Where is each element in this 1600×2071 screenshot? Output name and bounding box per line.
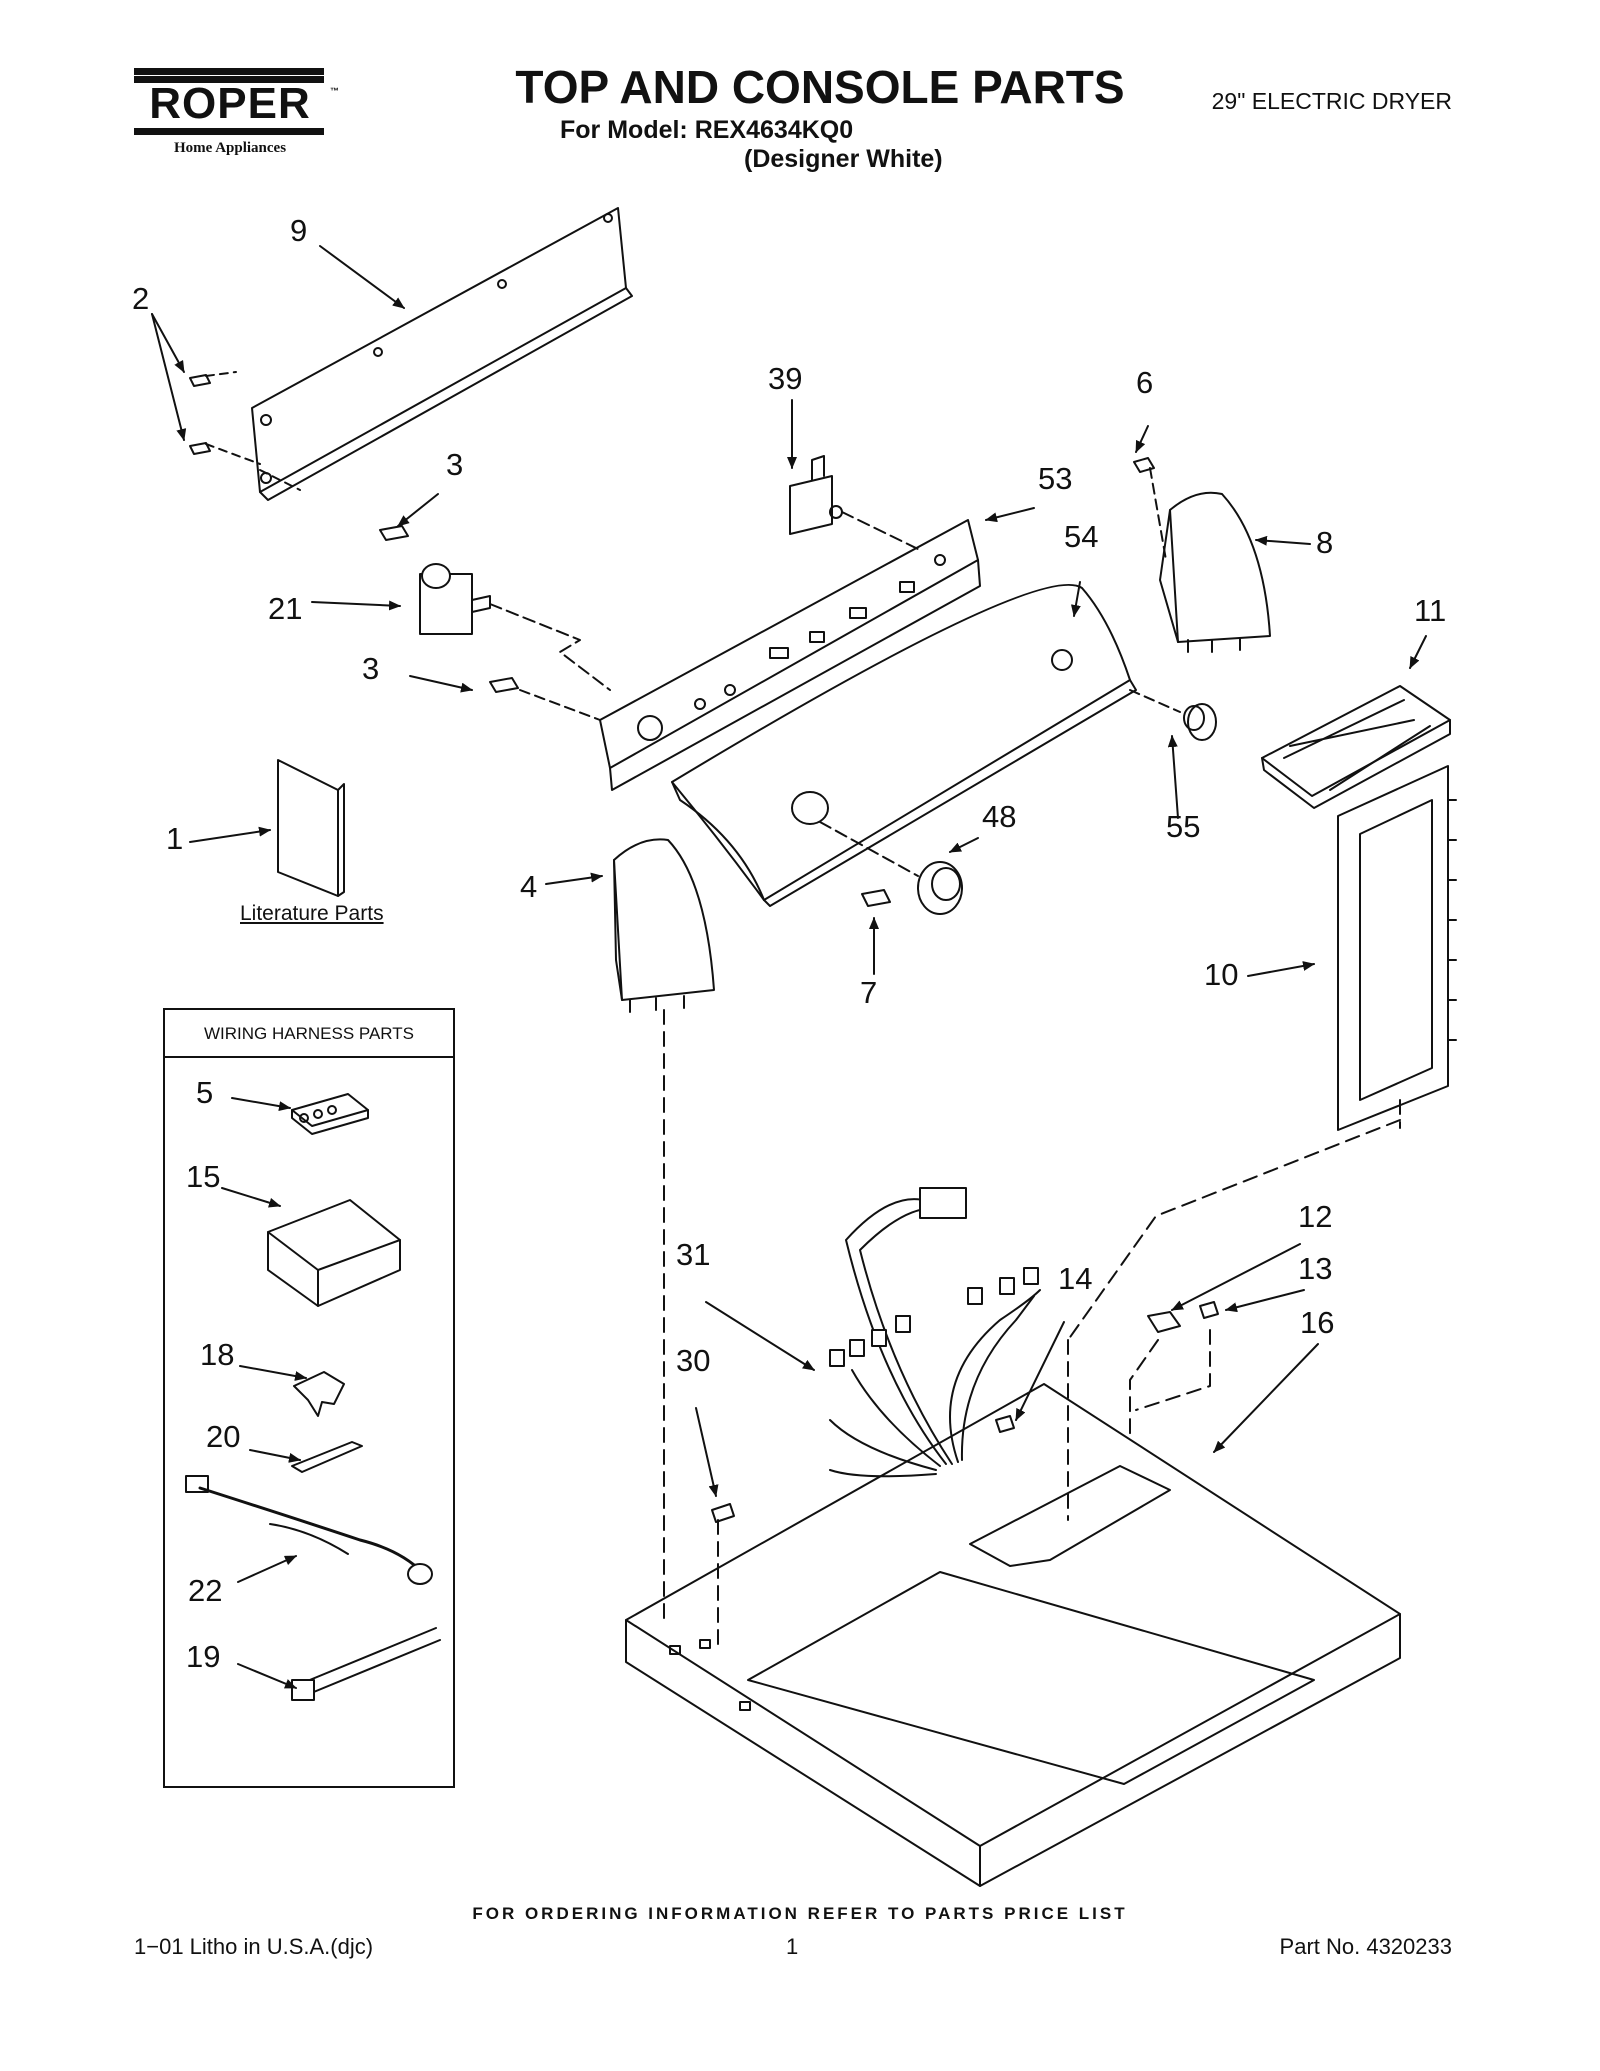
literature-label: Literature Parts xyxy=(240,902,384,925)
screws-3 xyxy=(379,525,601,721)
logo-bar-bottom xyxy=(134,128,324,135)
harness-box-parts xyxy=(185,1093,441,1701)
callout-54: 54 xyxy=(1064,519,1099,554)
callout-8: 8 xyxy=(1316,525,1334,560)
callout-55: 55 xyxy=(1166,809,1201,844)
harness-divider xyxy=(165,1056,453,1058)
callout-16: 16 xyxy=(1300,1305,1335,1340)
callout-9: 9 xyxy=(290,213,308,248)
callout-11: 11 xyxy=(1414,593,1447,628)
callout-19: 19 xyxy=(186,1639,221,1674)
callout-15: 15 xyxy=(186,1159,221,1194)
switch-21 xyxy=(419,563,611,691)
small-parts xyxy=(711,1301,1219,1523)
end-cap-8 xyxy=(1159,491,1271,653)
callout-3-bottom: 3 xyxy=(362,651,380,686)
literature-1 xyxy=(277,759,345,897)
console-panel-54 xyxy=(671,583,1137,907)
top-panel-16 xyxy=(625,1383,1401,1887)
guide-lines xyxy=(663,1009,1401,1651)
lint-screen-11 xyxy=(1261,685,1451,809)
rear-panel-9 xyxy=(251,207,633,501)
timer-39 xyxy=(789,455,921,551)
callout-10: 10 xyxy=(1204,957,1239,992)
litho-note: 1−01 Litho in U.S.A.(djc) xyxy=(134,1934,374,1959)
screws-2 xyxy=(189,371,301,491)
color-line: (Designer White) xyxy=(744,145,943,173)
callout-20: 20 xyxy=(206,1419,241,1454)
callout-7: 7 xyxy=(860,975,878,1010)
callout-22: 22 xyxy=(188,1573,223,1608)
page-title: TOP AND CONSOLE PARTS xyxy=(515,61,1125,113)
wire-harness-31 xyxy=(829,1187,1041,1478)
part-number: Part No. 4320233 xyxy=(1279,1934,1452,1959)
logo-subtitle: Home Appliances xyxy=(173,140,287,156)
logo-bar-top-2 xyxy=(134,76,324,83)
callout-53: 53 xyxy=(1038,461,1073,496)
screw-7 xyxy=(861,889,891,907)
page-number: 1 xyxy=(786,1934,799,1959)
callout-39: 39 xyxy=(768,361,803,396)
roper-logo: ROPER Home Appliances xyxy=(130,68,330,158)
wiring-harness-box: WIRING HARNESS PARTS xyxy=(163,1008,455,1788)
callout-5: 5 xyxy=(196,1075,214,1110)
harness-title: WIRING HARNESS PARTS xyxy=(203,1024,414,1043)
console-bracket-53 xyxy=(599,519,981,791)
logo-bar-top xyxy=(134,68,324,75)
trademark-mark: ™ xyxy=(330,86,339,96)
callout-13: 13 xyxy=(1298,1251,1333,1286)
lint-duct-10 xyxy=(1337,765,1457,1131)
callout-48: 48 xyxy=(982,799,1017,834)
product-type: 29" ELECTRIC DRYER xyxy=(1211,88,1452,114)
knob-48 xyxy=(819,821,963,915)
end-cap-4 xyxy=(613,838,715,1013)
ordering-note: FOR ORDERING INFORMATION REFER TO PARTS … xyxy=(472,1904,1128,1923)
logo-word: ROPER xyxy=(149,79,311,128)
screw-6 xyxy=(1133,457,1167,561)
push-button-55 xyxy=(1129,689,1217,741)
callout-14: 14 xyxy=(1058,1261,1093,1296)
callout-2: 2 xyxy=(132,281,150,316)
callout-12: 12 xyxy=(1298,1199,1333,1234)
callout-6: 6 xyxy=(1136,365,1154,400)
callout-18: 18 xyxy=(200,1337,235,1372)
callout-3-top: 3 xyxy=(446,447,464,482)
callout-1: 1 xyxy=(166,821,184,856)
callout-30: 30 xyxy=(676,1343,711,1378)
callout-21: 21 xyxy=(268,591,303,626)
callout-4: 4 xyxy=(520,869,538,904)
callout-31: 31 xyxy=(676,1237,711,1272)
model-line: For Model: REX4634KQ0 xyxy=(560,116,854,144)
